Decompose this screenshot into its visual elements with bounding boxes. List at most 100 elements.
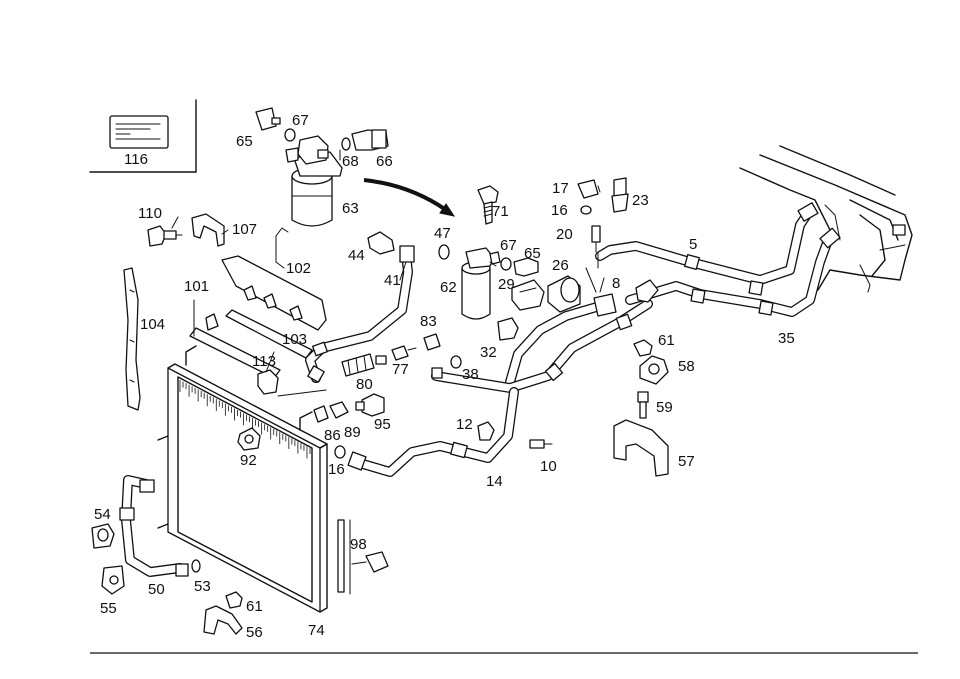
o-ring-16b bbox=[334, 445, 346, 459]
pressure-switch-65 bbox=[255, 107, 281, 131]
label-80: 80 bbox=[356, 376, 373, 393]
air-guide-103 bbox=[225, 309, 313, 359]
clamp-58 bbox=[639, 355, 669, 385]
label-101: 101 bbox=[184, 278, 209, 295]
air-guide-101 bbox=[189, 299, 281, 379]
label-89: 89 bbox=[344, 424, 361, 441]
reference-arrow bbox=[363, 178, 456, 217]
bracket-32 bbox=[497, 317, 519, 341]
label-38: 38 bbox=[462, 366, 479, 383]
label-102: 102 bbox=[286, 260, 311, 277]
nut-61a bbox=[633, 339, 653, 357]
label-20: 20 bbox=[556, 226, 573, 243]
label-77: 77 bbox=[392, 361, 409, 378]
receiver-drier-63 bbox=[285, 135, 343, 227]
o-ring-53 bbox=[191, 559, 201, 573]
label-98: 98 bbox=[350, 536, 367, 553]
label-83: 83 bbox=[420, 313, 437, 330]
o-ring-83 bbox=[423, 333, 441, 351]
label-14: 14 bbox=[486, 473, 503, 490]
clip-107 bbox=[191, 213, 225, 247]
part-113 bbox=[257, 369, 279, 395]
label-16a: 16 bbox=[551, 202, 568, 219]
label-67a: 67 bbox=[292, 112, 309, 129]
part-86 bbox=[313, 405, 329, 423]
engine-compressor-outline bbox=[739, 145, 913, 293]
nut-12 bbox=[477, 421, 495, 441]
valve-10 bbox=[529, 439, 553, 449]
label-55: 55 bbox=[100, 600, 117, 617]
switch-65b bbox=[513, 257, 539, 277]
label-74: 74 bbox=[308, 622, 325, 639]
valve-95 bbox=[355, 393, 385, 417]
receiver-drier-62 bbox=[461, 247, 501, 320]
insulation-26 bbox=[547, 275, 581, 313]
label-16b: 16 bbox=[328, 461, 345, 478]
label-104: 104 bbox=[140, 316, 165, 333]
label-29: 29 bbox=[498, 276, 515, 293]
o-ring-68 bbox=[341, 137, 351, 151]
support-bracket-104 bbox=[123, 267, 141, 411]
label-67b: 67 bbox=[500, 237, 517, 254]
expansion-valve-44 bbox=[367, 231, 395, 255]
part-number-labels: 116 67 65 68 66 63 110 107 102 104 101 1… bbox=[94, 112, 795, 641]
sensor-80 bbox=[341, 353, 387, 377]
clamp-29 bbox=[511, 279, 545, 311]
label-59: 59 bbox=[656, 399, 673, 416]
label-62: 62 bbox=[440, 279, 457, 296]
label-23: 23 bbox=[632, 192, 649, 209]
label-110: 110 bbox=[138, 205, 162, 222]
bolt-71 bbox=[477, 185, 499, 225]
valve-20 bbox=[591, 225, 601, 253]
label-57: 57 bbox=[678, 453, 695, 470]
part-89 bbox=[329, 401, 349, 419]
label-53: 53 bbox=[194, 578, 211, 595]
strip-98 bbox=[337, 519, 389, 593]
o-ring-67b bbox=[500, 257, 512, 271]
label-92: 92 bbox=[240, 452, 257, 469]
pressure-switch-66 bbox=[351, 129, 389, 151]
bolt-59 bbox=[637, 391, 649, 419]
label-41: 41 bbox=[384, 272, 401, 289]
label-8: 8 bbox=[612, 275, 620, 292]
label-61a: 61 bbox=[658, 332, 675, 349]
label-116: 116 bbox=[124, 151, 148, 168]
nut-92 bbox=[237, 427, 261, 451]
leader-lines bbox=[171, 149, 605, 595]
label-95: 95 bbox=[374, 416, 391, 433]
label-26: 26 bbox=[552, 257, 569, 274]
bracket-55 bbox=[101, 565, 125, 595]
o-ring-47 bbox=[438, 244, 450, 260]
o-ring-38 bbox=[450, 355, 462, 369]
label-107: 107 bbox=[232, 221, 257, 238]
label-47: 47 bbox=[434, 225, 451, 242]
label-54: 54 bbox=[94, 506, 111, 523]
label-44: 44 bbox=[348, 247, 365, 264]
label-17: 17 bbox=[552, 180, 569, 197]
bolt-110 bbox=[147, 225, 183, 247]
label-68: 68 bbox=[342, 153, 359, 170]
label-32: 32 bbox=[480, 344, 497, 361]
label-103: 103 bbox=[282, 331, 307, 348]
label-86: 86 bbox=[324, 427, 341, 444]
label-56: 56 bbox=[246, 624, 263, 641]
label-63: 63 bbox=[342, 200, 359, 217]
label-66: 66 bbox=[376, 153, 393, 170]
label-71: 71 bbox=[492, 203, 509, 220]
nut-61b bbox=[225, 591, 243, 609]
label-12: 12 bbox=[456, 416, 473, 433]
label-65a: 65 bbox=[236, 133, 253, 150]
label-35: 35 bbox=[778, 330, 795, 347]
bracket-57 bbox=[613, 419, 669, 477]
label-65b: 65 bbox=[524, 245, 541, 262]
pipe-fittings bbox=[119, 202, 841, 577]
bracket-56 bbox=[203, 605, 243, 635]
label-113: 113 bbox=[252, 353, 276, 370]
condenser-74 bbox=[157, 345, 328, 613]
air-guide-102 bbox=[221, 227, 327, 331]
o-ring-67 bbox=[284, 128, 296, 142]
switch-23 bbox=[611, 177, 629, 213]
label-61b: 61 bbox=[246, 598, 263, 615]
label-5: 5 bbox=[689, 236, 697, 253]
